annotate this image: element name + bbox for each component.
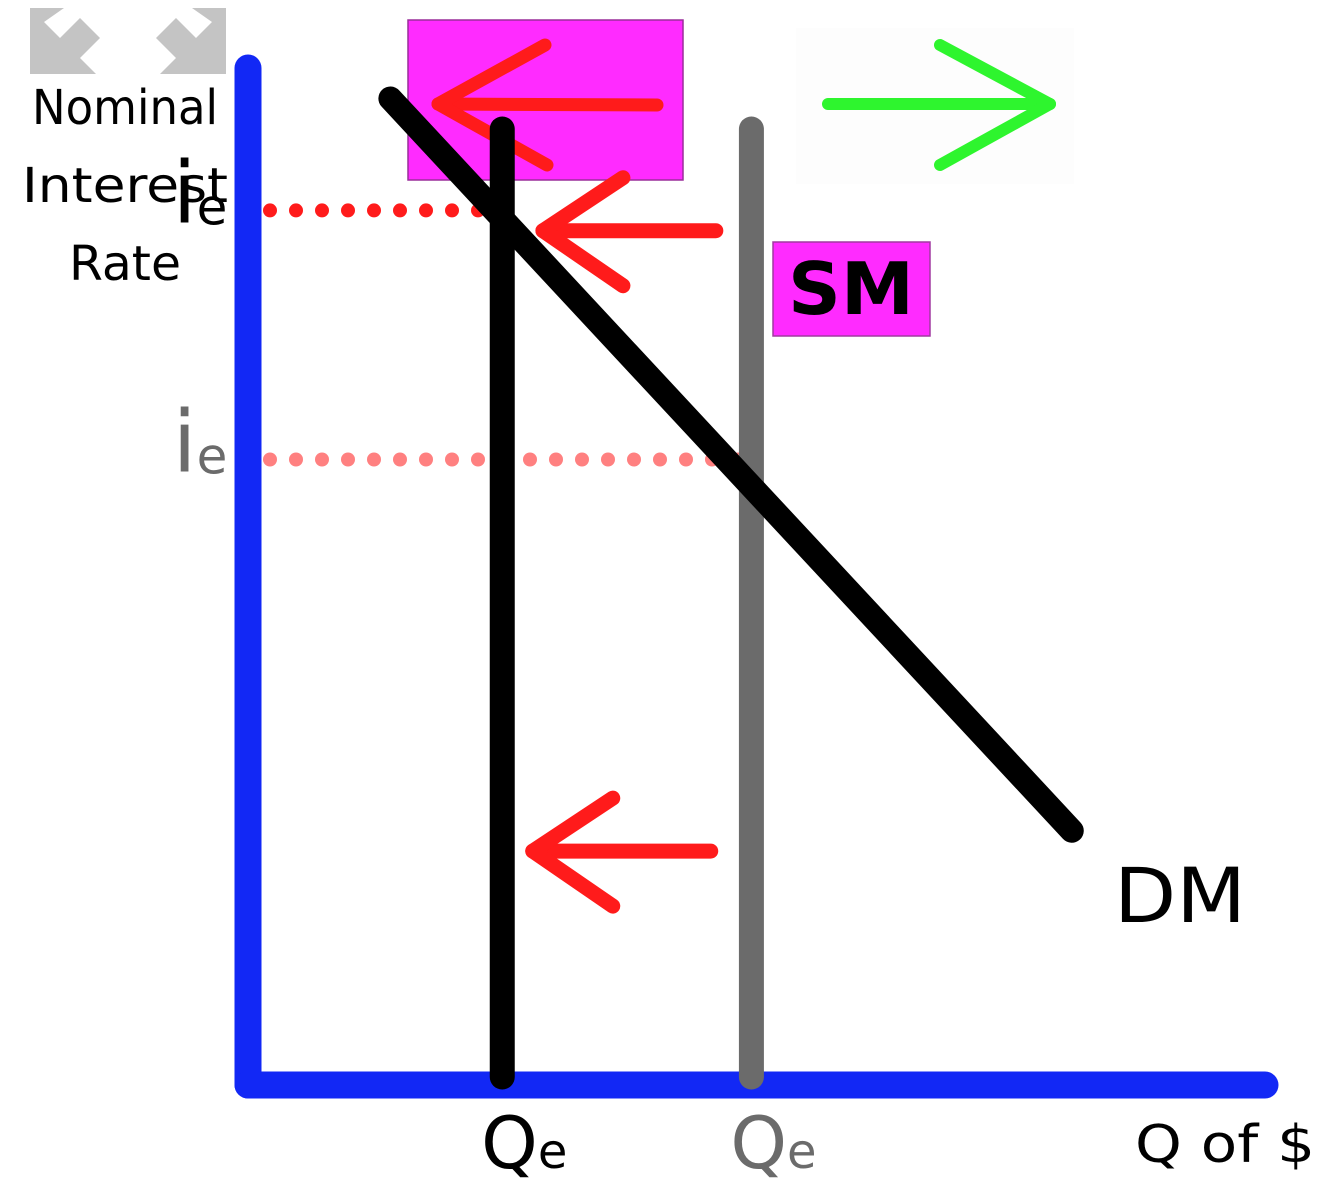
supply-shift-arrow <box>535 170 724 294</box>
y-axis-title-line-2: Interest <box>22 158 228 214</box>
money-supply-label-text: SM <box>788 247 914 331</box>
old-equilibrium-guide-dot <box>263 452 277 467</box>
old-equilibrium-guide-dot <box>445 452 459 467</box>
old-equilibrium-guide-dot <box>601 452 615 467</box>
new-equilibrium-guide <box>263 203 485 218</box>
new-quantity-label-main: Q <box>481 1101 538 1185</box>
old-equilibrium-guide-dot <box>393 452 407 467</box>
old-equilibrium-guide-dot <box>341 452 355 467</box>
supply-shift-arrow-head <box>525 790 621 914</box>
supply-shift-arrow <box>525 790 719 914</box>
shrink-arrows-button[interactable] <box>22 4 104 78</box>
old-interest-rate-label: ie <box>173 393 228 493</box>
y-axis-title-line-1: Nominal <box>32 80 218 136</box>
new-quantity-label-subscript: e <box>538 1124 568 1180</box>
old-equilibrium-guide-dot <box>679 452 693 467</box>
old-equilibrium-guide-dot <box>549 452 563 467</box>
new-interest-rate-label: ie <box>173 143 228 243</box>
new-equilibrium-guide-dot <box>289 203 303 218</box>
new-equilibrium-guide-dot <box>341 203 355 218</box>
new-quantity-label: Qe <box>481 1101 567 1185</box>
new-equilibrium-guide-dot <box>393 203 407 218</box>
old-equilibrium-guide-dot <box>315 452 329 467</box>
old-equilibrium-guide-dot <box>471 452 485 467</box>
money-demand-line <box>378 86 1084 843</box>
money-supply-label-bg <box>772 241 931 337</box>
old-equilibrium-guide-dot <box>419 452 433 467</box>
new-interest-rate-label-subscript: e <box>197 178 228 236</box>
new-equilibrium-guide-dot <box>445 203 459 218</box>
old-quantity-label-main: Q <box>730 1101 787 1185</box>
old-quantity-label-subscript: e <box>787 1124 817 1180</box>
old-equilibrium-guide-dot <box>523 452 537 467</box>
arrows-expand-icon <box>156 8 226 74</box>
shift-right-button[interactable] <box>796 28 1074 184</box>
money-demand-label: DM <box>1114 851 1246 940</box>
x-axis-title: Q of $ <box>1135 1115 1315 1175</box>
old-interest-rate-label-subscript: e <box>197 428 228 486</box>
new-equilibrium-guide-dot <box>419 203 433 218</box>
old-equilibrium-guide-dot <box>289 452 303 467</box>
old-interest-rate-label-main: i <box>173 393 197 493</box>
old-quantity-label: Qe <box>730 1101 816 1185</box>
new-interest-rate-label-main: i <box>173 143 197 243</box>
old-equilibrium-guide-dot <box>653 452 667 467</box>
new-equilibrium-guide-dot <box>367 203 381 218</box>
new-equilibrium-guide-dot <box>263 203 277 218</box>
expand-arrows-button[interactable] <box>150 4 232 78</box>
supply-shift-arrow-head <box>535 170 631 294</box>
new-equilibrium-guide-dot <box>315 203 329 218</box>
arrows-shrink-icon <box>30 8 100 74</box>
old-equilibrium-guide-dot <box>367 452 381 467</box>
money-supply-label: SM <box>772 241 931 337</box>
y-axis-title-line-3: Rate <box>69 236 181 292</box>
old-equilibrium-guide-dot <box>627 452 641 467</box>
green-right-arrow-icon <box>822 39 1056 171</box>
old-equilibrium-guide-dot <box>575 452 589 467</box>
y-axis-title: Nominal Interest Rate <box>22 80 228 292</box>
